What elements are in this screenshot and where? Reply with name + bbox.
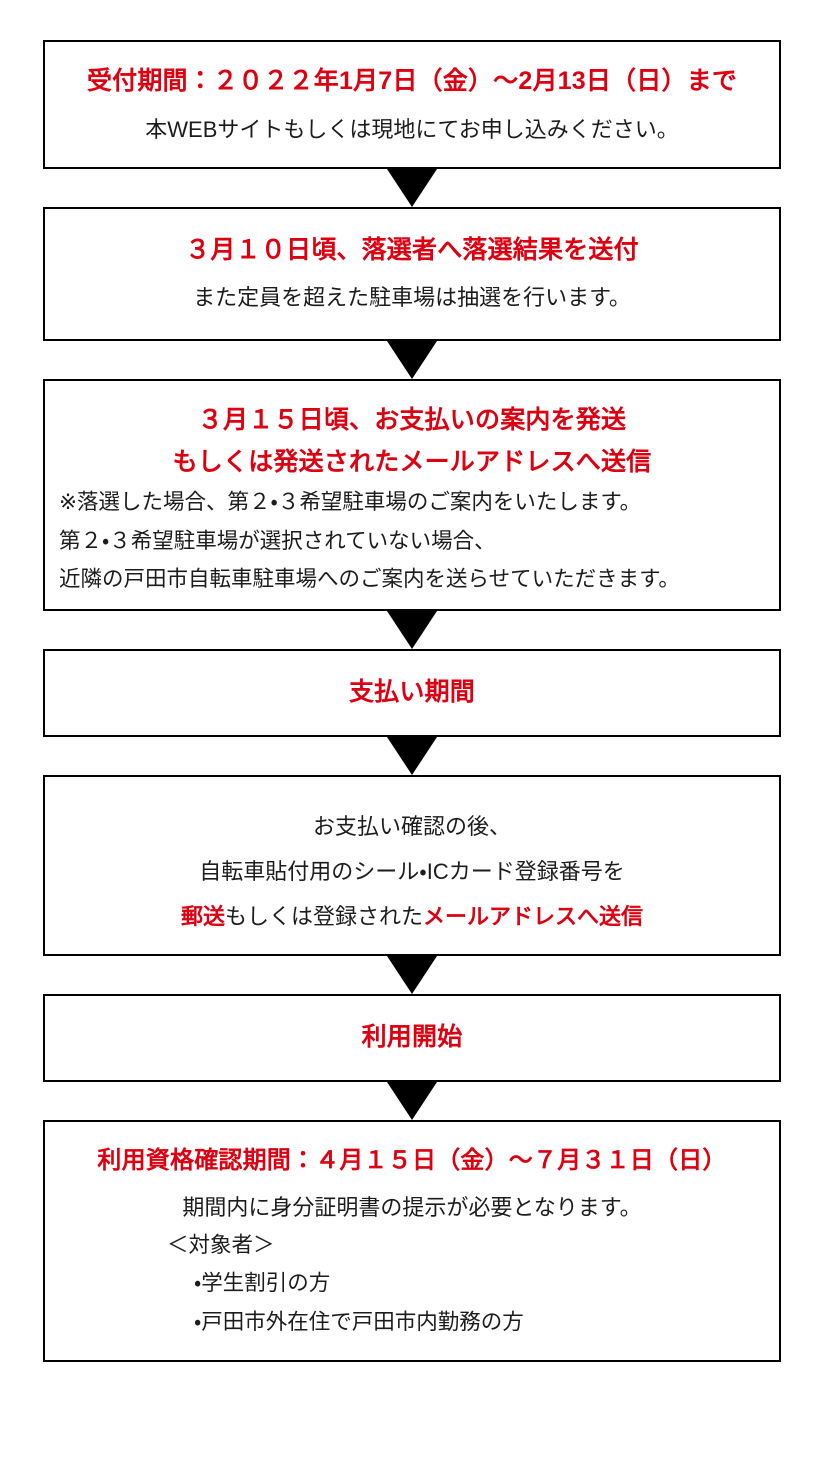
flow-arrow-2 xyxy=(43,341,781,380)
flow-step-sticker-delivery: お支払い確認の後、 自転車貼付用のシール・ICカード登録番号を 郵送もしくは登録… xyxy=(43,774,781,957)
step-headline: ３月１５日頃、お支払いの案内を発送 xyxy=(197,406,627,435)
step-subline: お支払い確認の後、 xyxy=(312,813,511,839)
step-headline: 受付期間：２０２２年1月7日（金）～2月13日（日）まで xyxy=(86,67,738,95)
flow-arrow-3 xyxy=(43,611,781,650)
flow-arrow-6 xyxy=(43,1081,781,1120)
step-subline: 本WEBサイトもしくは現地にてお申し込みください。 xyxy=(145,116,679,142)
application-flowchart: 受付期間：２０２２年1月7日（金）～2月13日（日）まで 本WEBサイトもしくは… xyxy=(43,40,781,1362)
flow-step-eligibility-check: 利用資格確認期間：４月１５日（金）～７月３１日（日） 期間内に身分証明書の提示が… xyxy=(43,1119,781,1362)
step-subline: また定員を超えた駐車場は抽選を行います。 xyxy=(193,285,631,311)
mixed-segment-black: もしくは登録された xyxy=(224,904,423,930)
arrow-down-icon xyxy=(387,168,437,207)
arrow-down-icon xyxy=(387,611,437,650)
arrow-down-icon xyxy=(387,341,437,380)
step-body-line-bullet: ・学生割引の方 xyxy=(194,1271,331,1296)
flow-step-application-period: 受付期間：２０２２年1月7日（金）～2月13日（日）まで 本WEBサイトもしくは… xyxy=(43,40,781,169)
flow-step-lottery-result: ３月１０日頃、落選者へ落選結果を送付 また定員を超えた駐車場は抽選を行います。 xyxy=(43,206,781,342)
flow-step-payment-notice: ３月１５日頃、お支払いの案内を発送 もしくは発送されたメールアドレスへ送信 ※落… xyxy=(43,379,781,612)
flow-arrow-5 xyxy=(43,956,781,995)
step-headline-second: もしくは発送されたメールアドレスへ送信 xyxy=(172,447,652,476)
step-body-line: ※落選した場合、第２・３希望駐車場のご案内をいたします。 xyxy=(59,490,642,515)
arrow-down-icon xyxy=(387,956,437,995)
step-body-line: 第２・３希望駐車場が選択されていない場合、 xyxy=(59,528,496,553)
step-mixed-line: 郵送もしくは登録されたメールアドレスへ送信 xyxy=(53,901,771,932)
step-body-line-bullet: ・戸田市外在住で戸田市内勤務の方 xyxy=(194,1309,524,1334)
flow-arrow-1 xyxy=(43,168,781,207)
step-subline: 期間内に身分証明書の提示が必要となります。 xyxy=(182,1195,642,1220)
step-body-line: ＜対象者＞ xyxy=(167,1233,275,1258)
step-body-line: 近隣の戸田市自転車駐車場へのご案内を送らせていただきます。 xyxy=(59,566,680,591)
flow-step-service-start: 利用開始 xyxy=(43,994,781,1082)
mixed-segment-red-2: メールアドレスへ送信 xyxy=(423,904,644,930)
step-headline: 利用資格確認期間：４月１５日（金）～７月３１日（日） xyxy=(97,1146,727,1174)
arrow-down-icon xyxy=(387,1081,437,1120)
step-subline: 自転車貼付用のシール・ICカード登録番号を xyxy=(199,858,625,884)
step-headline: 支払い期間 xyxy=(348,678,475,707)
flow-arrow-4 xyxy=(43,736,781,775)
step-headline: ３月１０日頃、落選者へ落選結果を送付 xyxy=(185,235,639,264)
arrow-down-icon xyxy=(387,736,437,775)
mixed-segment-red-1: 郵送 xyxy=(180,904,225,930)
step-headline: 利用開始 xyxy=(361,1023,463,1052)
flow-step-payment-period: 支払い期間 xyxy=(43,649,781,737)
